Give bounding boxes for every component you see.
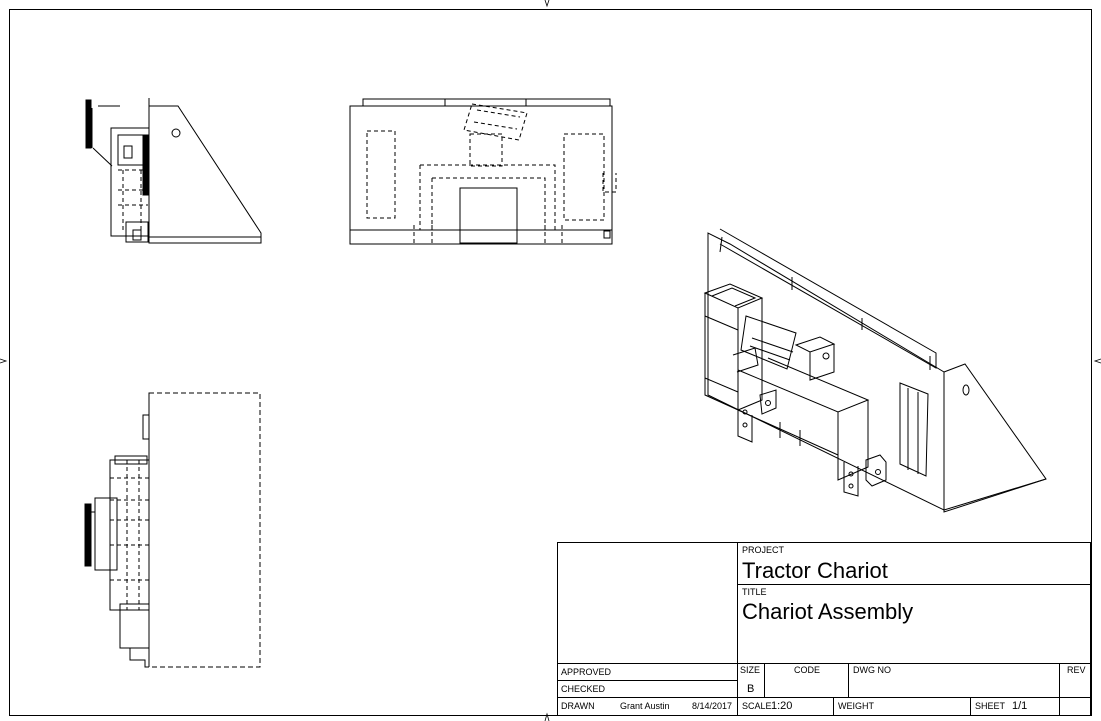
drawing-title: Chariot Assembly [742,599,914,624]
top-view [349,98,617,245]
drawn-by: Grant Austin [620,701,670,711]
rev-label: REV [1067,665,1086,675]
title-label: TITLE [742,587,767,597]
drawn-date: 8/14/2017 [692,701,733,711]
project-label: PROJECT [742,545,785,555]
sheet-value: 1/1 [1012,700,1028,712]
weight-label: WEIGHT [838,701,874,711]
size-value: B [747,683,755,695]
approved-label: APPROVED [561,667,612,677]
code-label: CODE [794,665,821,675]
isometric-view [703,228,1047,513]
dwg-no-label: DWG NO [853,665,891,675]
project-name: Tractor Chariot [742,558,888,583]
side-view [85,98,262,244]
drawn-label: DRAWN [561,701,595,711]
scale-value: 1:20 [771,700,793,712]
sheet-border [9,9,1092,716]
title-block-frame [557,542,1091,716]
sheet-label: SHEET [975,701,1006,711]
checked-label: CHECKED [561,684,606,694]
front-view [84,392,261,668]
scale-label: SCALE [742,701,772,711]
size-label: SIZE [740,665,761,675]
